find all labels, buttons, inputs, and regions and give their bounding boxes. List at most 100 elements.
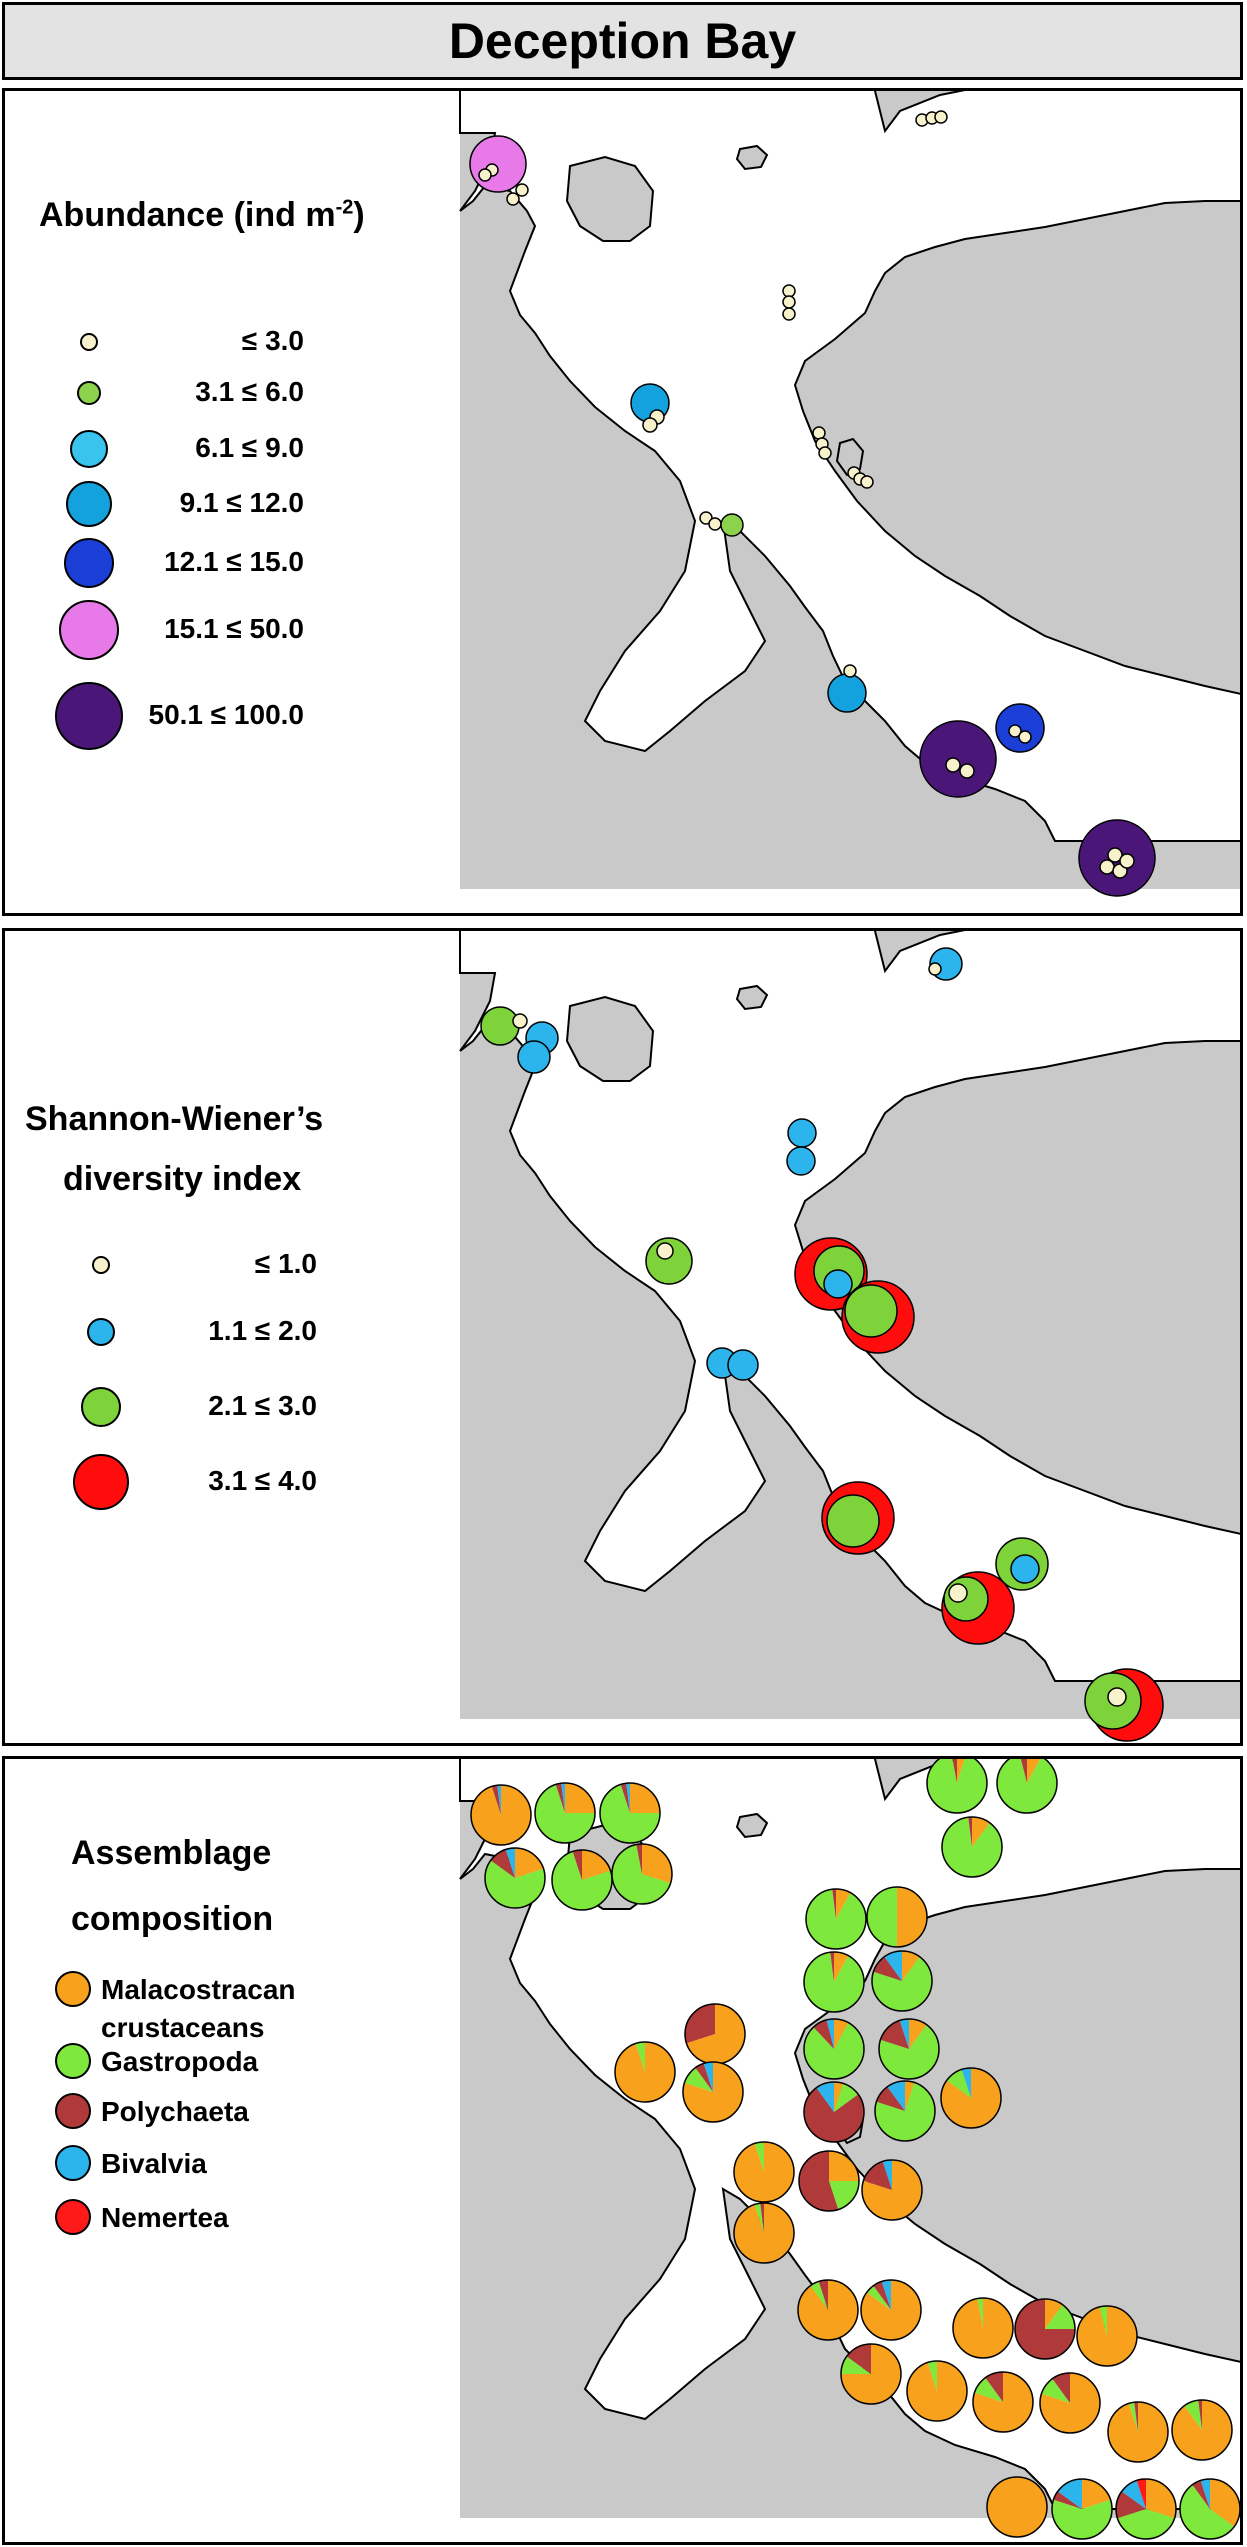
pie-outline [871,1950,933,2012]
pie-slice [841,2356,871,2374]
pie-slice [760,2203,764,2233]
diversity-site-marker [787,1118,817,1148]
pie-outline [1107,2401,1169,2463]
pie-slice [977,2298,983,2328]
abundance-site-marker [1008,724,1022,738]
pie-slice [1117,2509,1175,2540]
pie-slice [804,2087,864,2142]
pie-slice [1121,2480,1146,2509]
pie-slice [1146,2479,1176,2519]
island-small [735,144,769,171]
pie-slice [1052,2373,1070,2403]
pie-slice [961,2068,971,2098]
composition-legend-label: Nemertea [101,2199,229,2237]
composition-pie [906,2360,968,2422]
pie-slice [471,1785,532,1845]
diversity-site-marker [844,1284,898,1338]
pie-slice [863,2161,892,2190]
diversity-site-marker [1010,1554,1040,1584]
pie-slice [880,2020,909,2049]
pie-slice [1053,2491,1082,2509]
pie-slice [490,1849,515,1878]
abundance-site-marker [782,307,796,321]
diversity-legend-label: 3.1 ≤ 4.0 [208,1465,317,1496]
abundance-site-marker [843,664,857,678]
pie-slice [1210,2479,1240,2527]
island-large [565,995,655,1082]
pie-slice [636,1844,642,1874]
pie-slice [491,1785,501,1815]
pie-outline [878,2018,940,2080]
diversity-map [459,931,1240,1742]
pie-slice [941,2068,1002,2128]
pie-outline [940,2067,1002,2129]
pie-slice [818,2280,828,2310]
abundance-legend-label: 50.1 ≤ 100.0 [148,699,305,730]
pie-slice [884,1951,902,1981]
abundance-legend-symbol [59,600,119,660]
pie-slice [695,2063,713,2092]
pie-slice [957,1759,965,1783]
abundance-site-marker [860,475,874,489]
composition-pie [798,2150,860,2212]
abundance-site-marker [469,135,527,193]
composition-legend-label: Gastropoda [101,2043,258,2081]
diversity-legend-symbol [92,1256,110,1274]
composition-pie [874,2080,936,2142]
composition-pie [797,2279,859,2341]
abundance-site-marker [506,192,520,206]
composition-pie [733,2202,795,2264]
abundance-legend-label: 6.1 ≤ 9.0 [195,432,304,463]
pie-slice [1015,2299,1075,2359]
pie-slice [846,2344,871,2374]
pie-slice [985,2372,1003,2402]
pie-slice [1045,2304,1075,2329]
pie-slice [1045,2299,1063,2329]
pie-slice [1116,2491,1146,2519]
pie-slice [968,1817,972,1847]
composition-pie [484,1847,546,1909]
composition-legend-swatch [55,2145,91,2181]
diversity-site-marker [1107,1687,1127,1707]
pie-slice [1052,2499,1112,2539]
bay-water [459,91,1240,842]
pie-slice [867,1887,897,1947]
pie-slice [1134,2402,1138,2432]
pie-outline [840,2343,902,2405]
pie-slice [927,1759,987,1813]
pie-outline [599,1782,661,1844]
composition-pie [1171,2399,1233,2461]
abundance-site-marker [919,720,997,798]
pie-outline [803,2081,865,2143]
pie-slice [1099,2306,1107,2336]
composition-pie [684,2003,746,2065]
pie-slice [1082,2479,1111,2509]
pie-slice [872,1956,932,2011]
pie-outline [860,2279,922,2341]
abundance-site-marker [812,426,826,440]
composition-pie [614,2041,676,2103]
pie-slice [733,2203,794,2263]
abundance-site-marker [1107,847,1123,863]
pie-slice [561,1783,565,1813]
pie-slice [832,1889,836,1919]
abundance-site-marker [818,446,832,460]
abundance-legend-symbol [55,682,123,750]
abundance-site-marker [782,284,796,298]
pie-slice [834,2019,849,2049]
abundance-site-marker [1018,730,1032,744]
composition-legend-label-line1: Polychaeta [101,2096,249,2127]
pie-slice [834,2082,844,2112]
composition-pie [1014,2298,1076,2360]
composition-pie [470,1784,532,1846]
pie-slice [635,2042,645,2072]
diversity-site-marker [512,1013,528,1029]
pie-slice [552,1851,612,1910]
abundance-site-marker [720,513,744,537]
abundance-legend-label: ≤ 3.0 [241,325,304,356]
abundance-site-marker [478,168,492,182]
diversity-site-marker [656,1242,674,1260]
composition-pie [611,1843,673,1905]
abundance-site-marker [827,673,867,713]
composition-pie [1107,2401,1169,2463]
